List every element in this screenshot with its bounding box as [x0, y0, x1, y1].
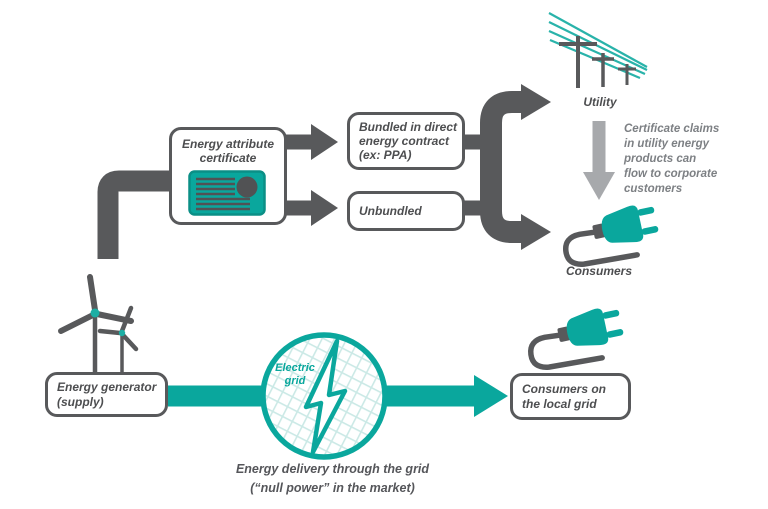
node-bundled: Bundled in direct energy contract (ex: P…: [347, 112, 465, 170]
node-label-line: energy contract: [359, 133, 450, 148]
power-lines-icon: [548, 12, 648, 88]
node-energy-generator: Energy generator (supply): [45, 372, 168, 417]
plug-icon-consumers: [559, 201, 662, 269]
certificate-claims-note: Certificate claims in utility energy pro…: [624, 122, 742, 197]
node-unbundled: Unbundled: [347, 191, 465, 231]
arrow-certificate-to-unbundled: [286, 190, 338, 226]
caption-line: (“null power” in the market): [250, 480, 415, 495]
node-label-line: Electric: [275, 362, 315, 374]
plug-icon-local-consumers: [524, 304, 627, 372]
arrow-certificate-to-bundled: [286, 124, 338, 160]
note-line: Certificate claims: [624, 123, 720, 135]
note-line: flow to corporate: [624, 167, 718, 180]
diagram-caption: Energy delivery through the grid (“null …: [215, 460, 450, 498]
node-label-line: Bundled in direct: [359, 119, 458, 134]
node-label-line: Consumers on: [522, 382, 607, 397]
node-label-line: (ex: PPA): [359, 148, 412, 163]
note-line: customers: [624, 182, 683, 195]
node-label-line: Energy generator: [57, 380, 157, 395]
utility-to-consumers-arrow: [583, 121, 615, 200]
node-energy-attribute-certificate: Energy attribute certificate: [169, 127, 287, 225]
utility-label: Utility: [583, 95, 617, 109]
lightning-bolt-icon: [303, 338, 348, 455]
caption-line: Energy delivery through the grid: [235, 462, 430, 476]
node-label: Unbundled: [359, 203, 422, 218]
note-line: products can: [624, 152, 697, 165]
node-label-line: the local grid: [522, 396, 597, 411]
node-label-line: (supply): [57, 394, 104, 409]
node-consumers-local-grid: Consumers on the local grid: [510, 373, 631, 420]
certificate-issue-connector: [97, 170, 169, 259]
electric-grid-label: Electric grid: [262, 362, 328, 387]
node-label-line: Energy attribute: [181, 137, 274, 151]
node-label-line: certificate: [199, 151, 257, 166]
arrow-to-utility: [521, 84, 551, 120]
note-line: in utility energy: [624, 137, 709, 150]
branch-connector: [462, 84, 551, 250]
consumers-label: Consumers: [565, 264, 633, 278]
arrow-to-consumers: [521, 214, 551, 250]
certificate-icon: [188, 170, 266, 216]
electric-grid-icon: [260, 332, 388, 460]
wind-turbines-icon: [58, 274, 139, 375]
node-label-line: grid: [284, 374, 306, 387]
